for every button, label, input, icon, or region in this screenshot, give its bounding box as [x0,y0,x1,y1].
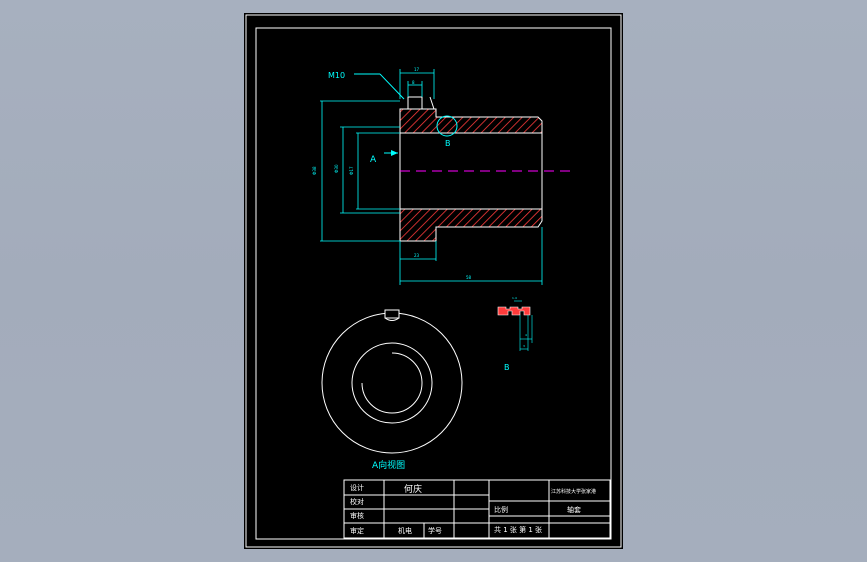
org-name: 江苏科技大学张家港 [551,488,596,495]
part-name: 轴套 [567,505,581,514]
thread-label: M10 [328,71,345,80]
student-no: 学号 [428,526,442,535]
detail-b-profile [497,306,531,316]
dim-detail-b: 3 [523,344,525,348]
check-label: 校对 [350,497,364,506]
view-title: A向视图 [372,459,405,471]
dim-detail-a: 4 [525,333,527,337]
dim-top-inner: 8 [412,80,415,85]
detail-b-circle [436,115,458,137]
outer-frame [245,14,622,548]
dim-left-mid: Ф30 [334,164,339,173]
sheet-info: 共 1 张 第 1 张 [494,525,542,534]
design-label: 设计 [350,483,364,492]
upper-wall-section [399,108,543,134]
threaded-hole [407,96,423,110]
bore-circle [351,342,433,424]
inner-frame [255,27,612,540]
lower-wall-section [399,208,543,242]
title-block [343,479,611,539]
designer-name: 何庆 [404,483,422,495]
approve-label: 审核 [350,511,364,520]
scale-label: 比例 [494,505,508,514]
school-name: 机电 [398,526,412,535]
section-label: B [445,139,451,148]
review-label: 审定 [350,526,364,535]
outer-circle [321,312,463,454]
dim-detail-top: 1.4 [512,296,517,300]
dim-top-outer: 17 [414,67,420,72]
drawing-canvas: B A M10 17 8 Ф38 Ф3 [245,14,622,548]
keyway-notch [384,309,400,319]
drawing-sheet: B A M10 17 8 Ф38 Ф3 [244,13,623,549]
thread-arc [361,352,423,414]
dim-bottom-total: 58 [466,275,472,280]
dim-left-outer: Ф38 [312,166,317,175]
view-arrow-label: A [370,155,377,165]
dim-bottom-flange: 23 [414,253,420,258]
detail-label: B [504,363,510,372]
dim-left-inner: Ф17 [349,166,354,175]
